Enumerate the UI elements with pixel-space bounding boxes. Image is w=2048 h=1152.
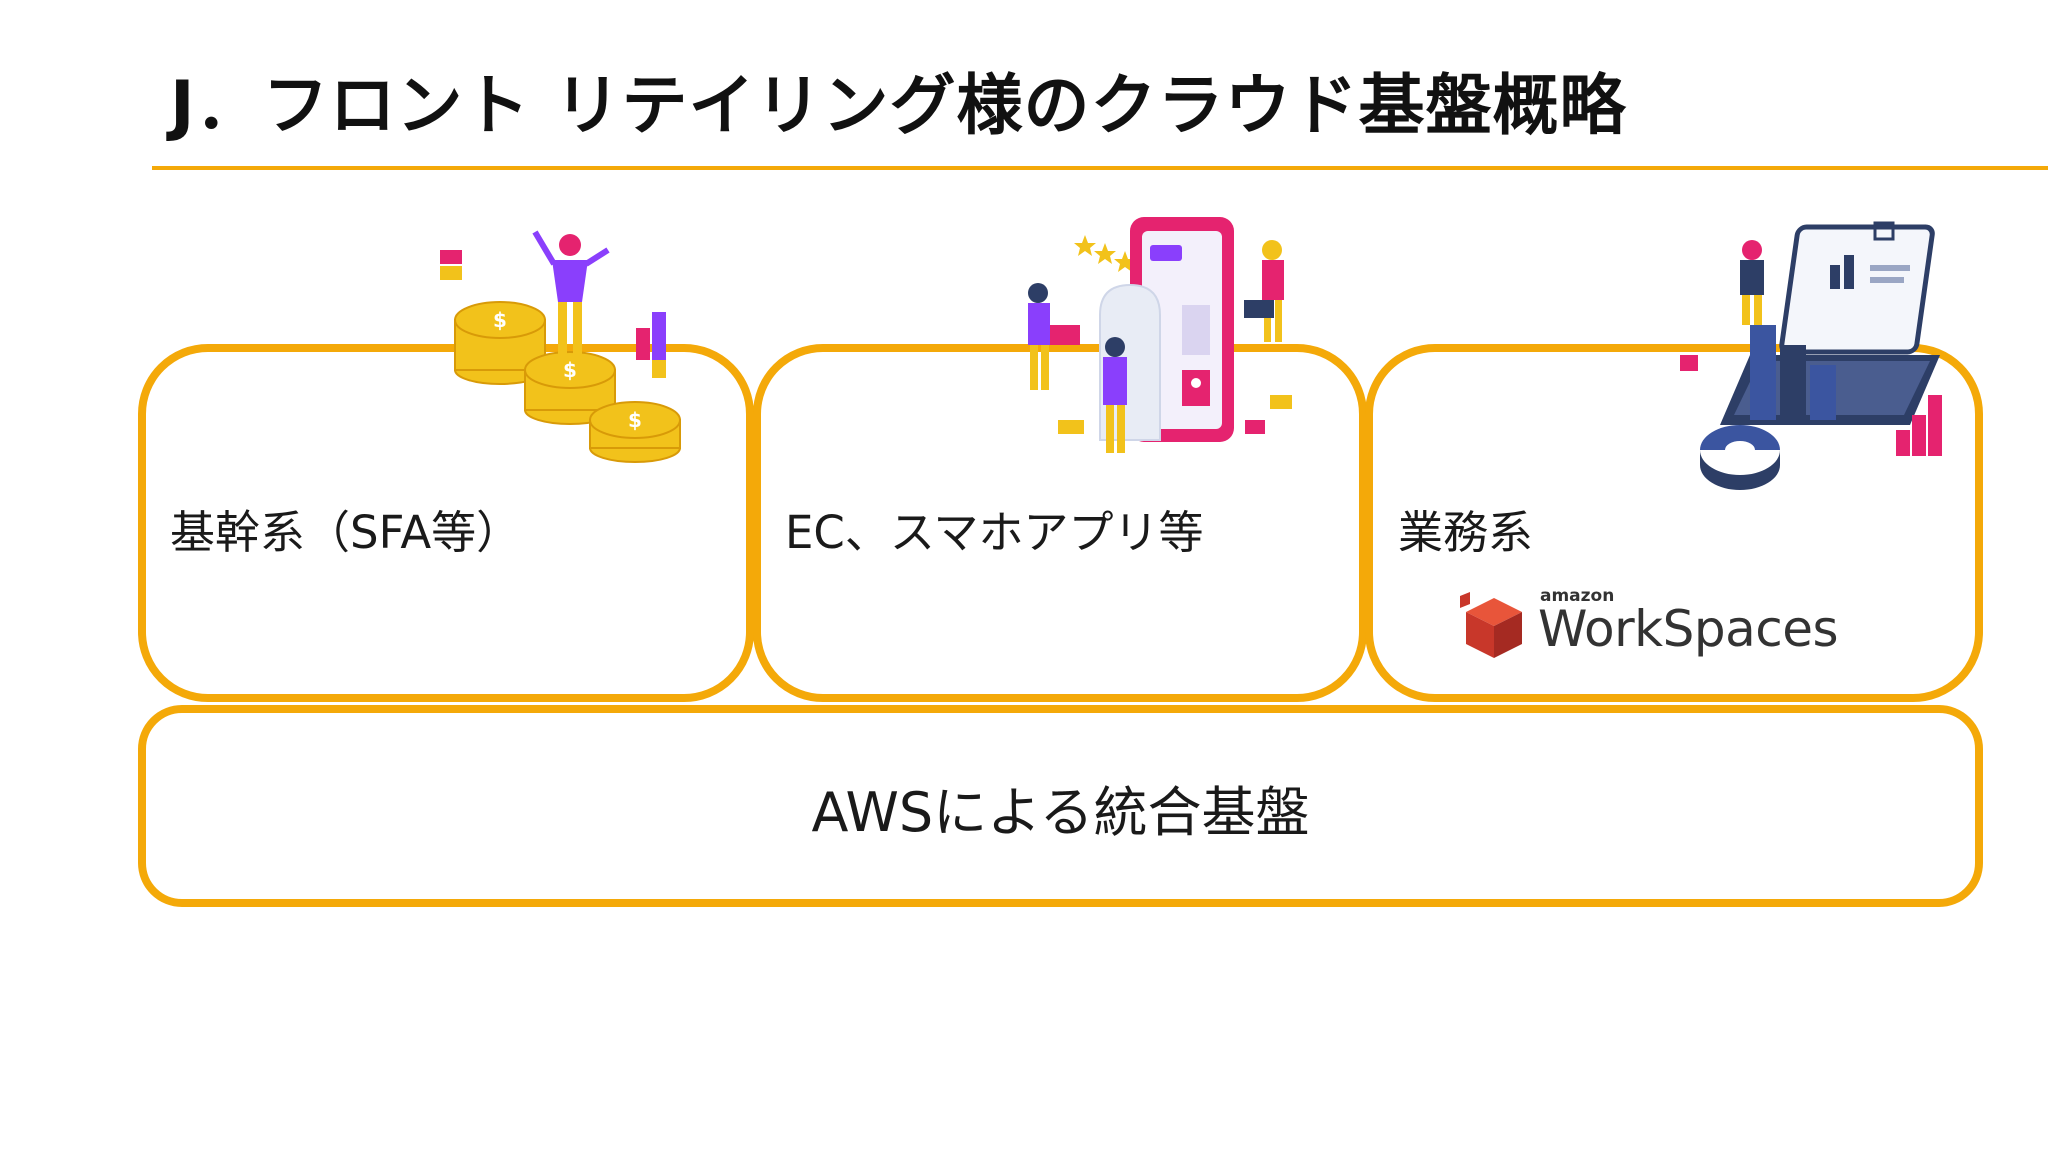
core-system-label: 基幹系（SFA等） <box>170 506 522 559</box>
business-system-label: 業務系 <box>1398 506 1534 559</box>
laptop-analytics-illustration <box>1680 221 1942 490</box>
ec-app-box <box>753 344 1367 702</box>
workspaces-logo-small-text: amazon <box>1540 586 1615 606</box>
svg-text:$: $ <box>493 308 507 332</box>
svg-text:$: $ <box>628 408 642 432</box>
ec-app-label: EC、スマホアプリ等 <box>785 506 1204 559</box>
amazon-workspaces-logo: amazon WorkSpaces <box>1458 586 1839 666</box>
mobile-app-illustration <box>1028 217 1292 453</box>
title-underline <box>152 166 2048 170</box>
svg-text:$: $ <box>563 358 577 382</box>
aws-platform-box <box>138 705 1983 907</box>
slide-title: J．フロント リテイリング様のクラウド基盤概略 <box>170 67 1627 144</box>
coins-person-illustration: $ $ $ <box>440 230 681 463</box>
workspaces-cube-icon <box>1460 592 1522 658</box>
aws-platform-label: AWSによる統合基盤 <box>811 781 1310 844</box>
workspaces-logo-text: WorkSpaces <box>1538 600 1839 658</box>
